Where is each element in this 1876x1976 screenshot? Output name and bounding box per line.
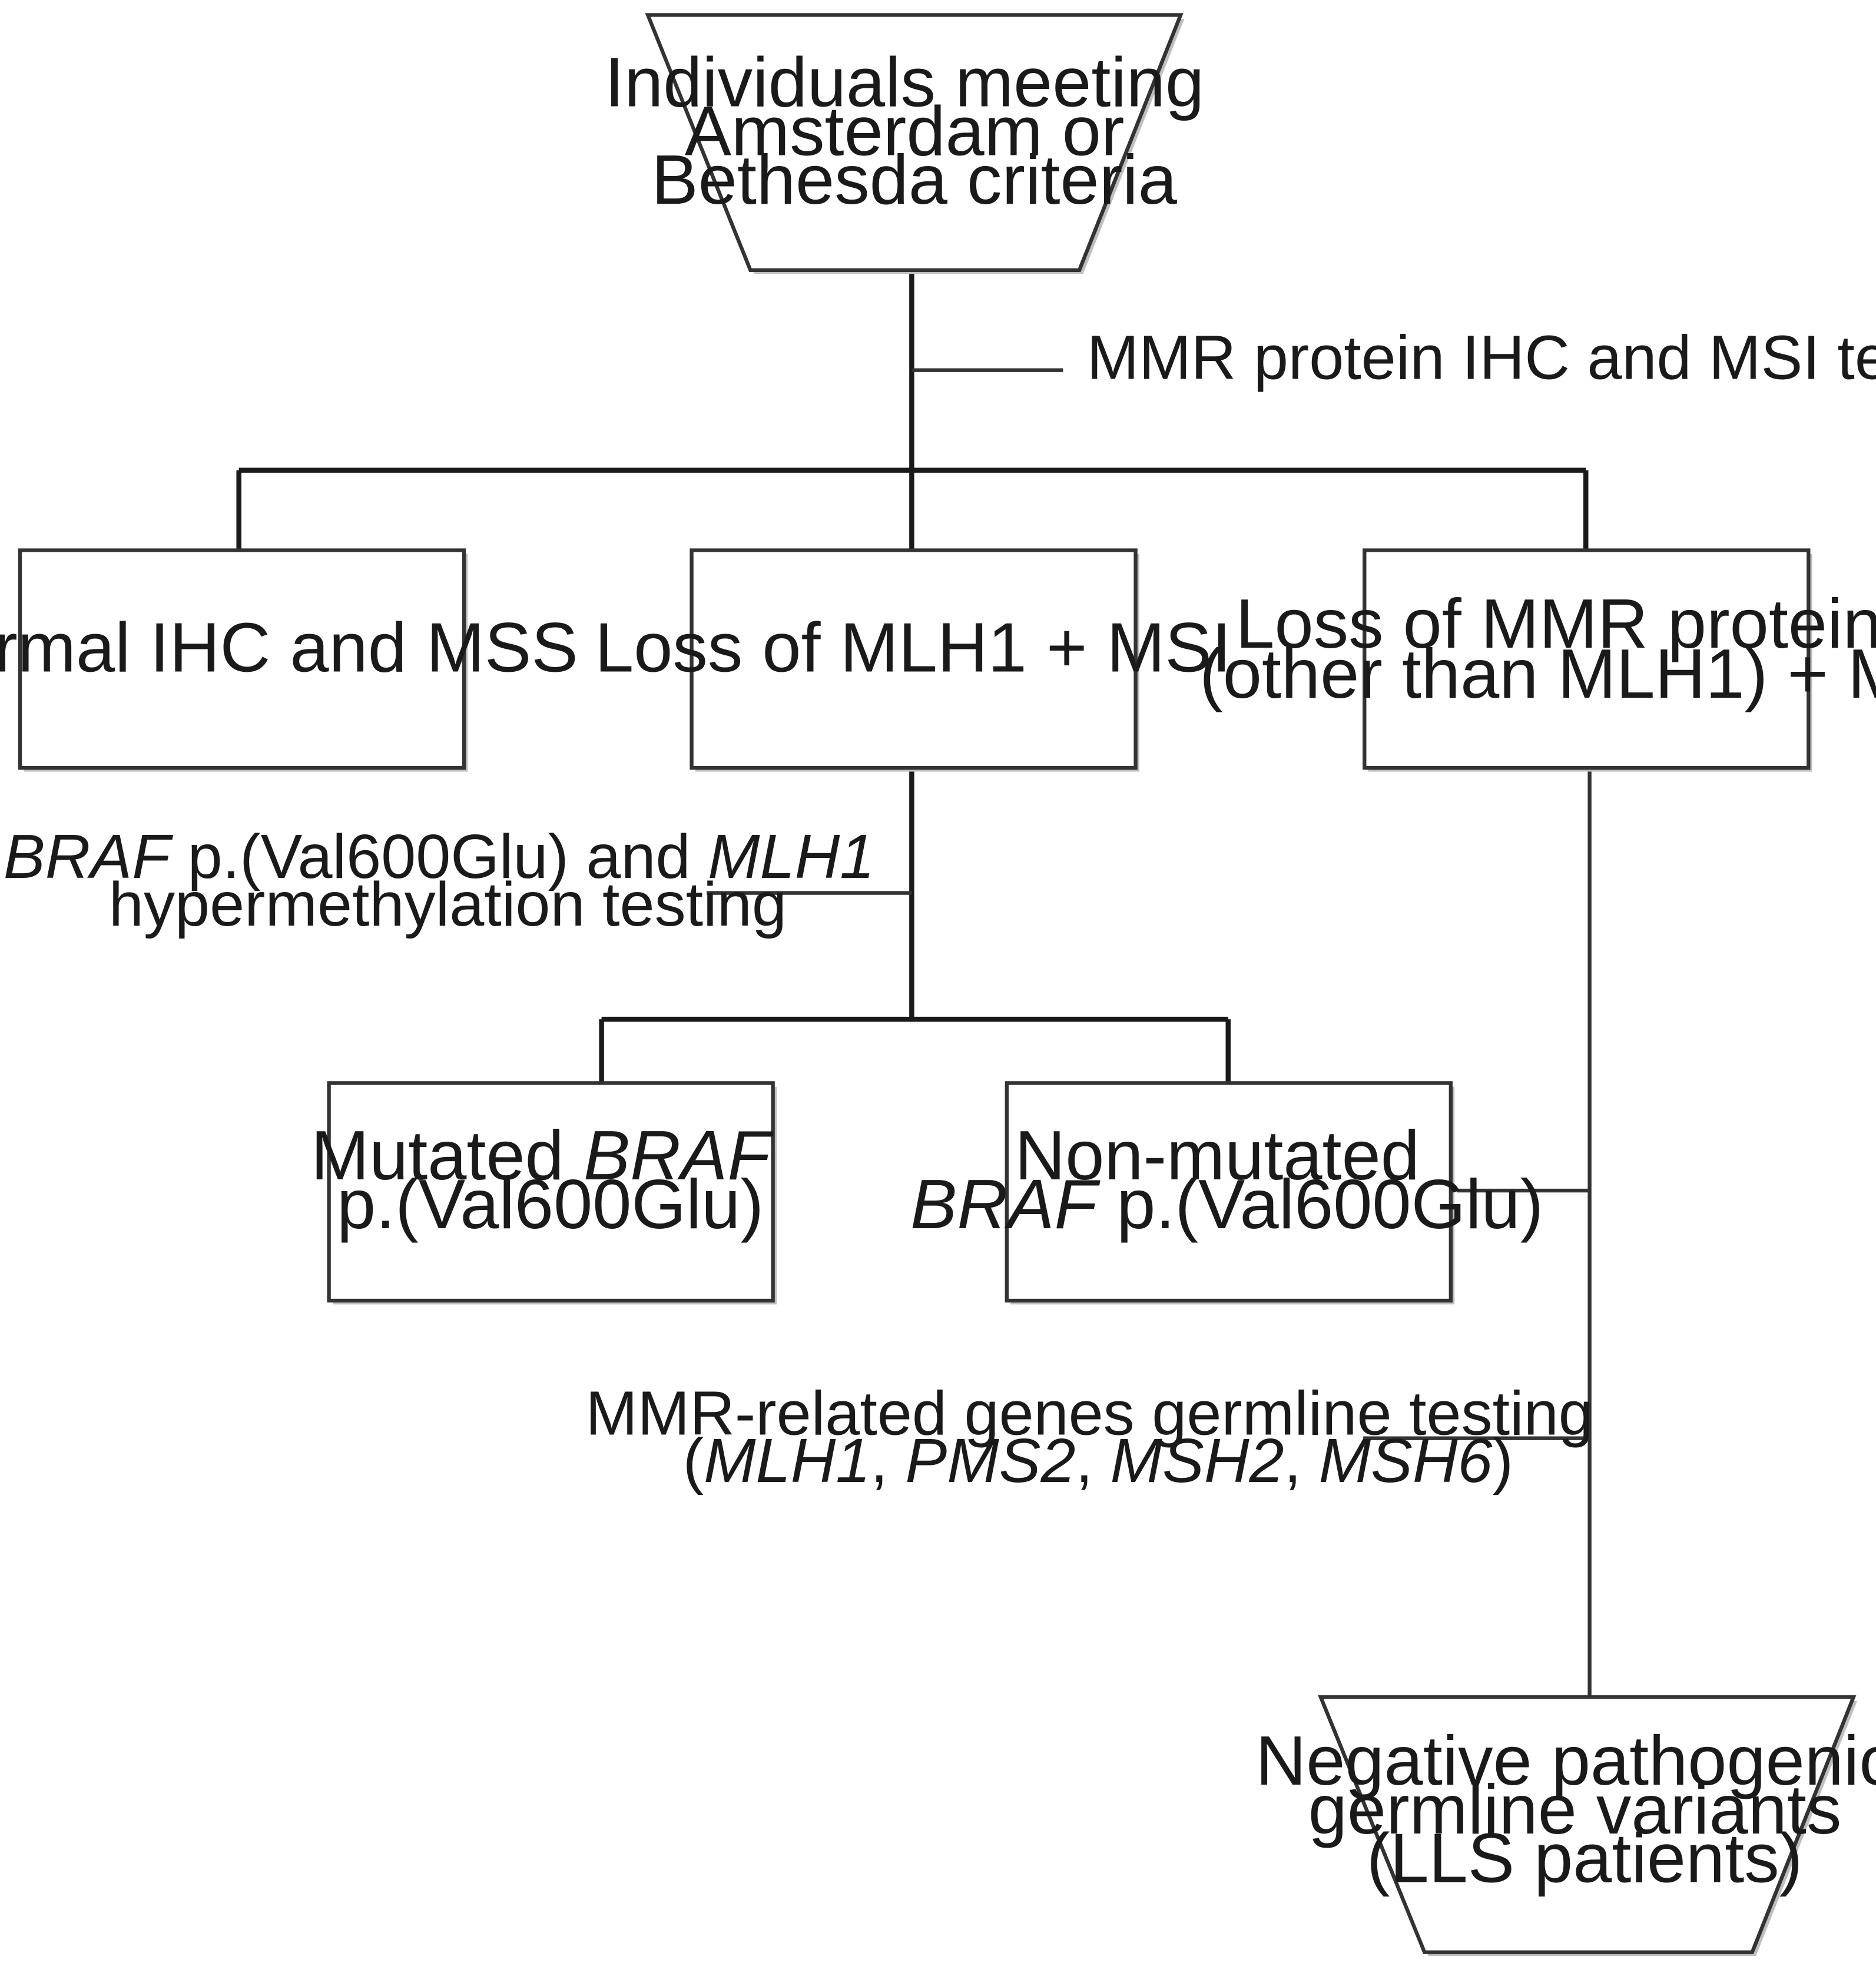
label-gene-msh6: MSH6 bbox=[1319, 1425, 1493, 1496]
start-node-line3: Bethesda criteria bbox=[651, 141, 1177, 219]
label-braf-testing: BRAF p.(Val600Glu) and MLH1 hypermethyla… bbox=[4, 821, 892, 939]
node-mutated-braf: BRAF bbox=[584, 1116, 774, 1195]
node-nonmutated-box bbox=[1005, 1081, 1453, 1303]
label-braf-gene: BRAF bbox=[4, 821, 173, 891]
end-node-line1: Negative pathogenic bbox=[1255, 1722, 1876, 1800]
node-nonmutated-text: Non-mutated BRAF p.(Val600Glu) bbox=[910, 1116, 1543, 1244]
label-gene-mlh1: MLH1 bbox=[704, 1425, 870, 1496]
start-node-shape bbox=[645, 13, 1184, 272]
node-mutated-prefix: Mutated bbox=[311, 1116, 584, 1195]
label-gene-pms2: PMS2 bbox=[905, 1425, 1075, 1496]
node-loss-mlh1-box bbox=[690, 548, 1138, 770]
node-normal-text: Normal IHC and MSS bbox=[0, 609, 578, 687]
start-node-line2: Amsterdam or bbox=[685, 92, 1125, 170]
node-loss-other-line2: (other than MLH1) + MSI bbox=[1199, 635, 1876, 713]
label-mlh1-gene: MLH1 bbox=[708, 821, 874, 891]
connectors bbox=[236, 270, 1592, 1697]
node-mutated-line2: p.(Val600Glu) bbox=[337, 1165, 764, 1244]
label-gene-msh2: MSH2 bbox=[1111, 1425, 1284, 1496]
end-node-line2: germline variants bbox=[1308, 1771, 1842, 1849]
label-germline-line1: MMR-related genes germline testing bbox=[585, 1378, 1593, 1448]
end-node-text: Negative pathogenic germline variants (L… bbox=[1255, 1722, 1876, 1898]
node-nonmutated-line1: Non-mutated bbox=[1015, 1116, 1420, 1195]
node-nonmutated-suffix: p.(Val600Glu) bbox=[1097, 1165, 1543, 1244]
start-node: Individuals meeting Amsterdam or Bethesd… bbox=[605, 13, 1224, 274]
node-loss-mlh1-text: Loss of MLH1 + MSI bbox=[595, 609, 1231, 687]
label-ihc-msi: MMR protein IHC and MSI testing bbox=[1087, 323, 1876, 393]
end-node: Negative pathogenic germline variants (L… bbox=[1255, 1695, 1876, 1957]
node-mutated: Mutated BRAF p.(Val600Glu) bbox=[311, 1081, 790, 1305]
node-normal: Normal IHC and MSS bbox=[0, 548, 578, 772]
node-mutated-box bbox=[327, 1081, 775, 1303]
node-mutated-text: Mutated BRAF p.(Val600Glu) bbox=[311, 1116, 790, 1244]
node-loss-other: Loss of MMR proteins (other than MLH1) +… bbox=[1199, 548, 1876, 772]
end-node-shape bbox=[1318, 1695, 1857, 1954]
node-loss-other-text: Loss of MMR proteins (other than MLH1) +… bbox=[1199, 585, 1876, 713]
node-nonmutated-braf: BRAF bbox=[910, 1165, 1101, 1244]
node-loss-mlh1: Loss of MLH1 + MSI bbox=[595, 548, 1231, 772]
end-node-line3: (LLS patients) bbox=[1367, 1819, 1802, 1898]
node-nonmutated: Non-mutated BRAF p.(Val600Glu) bbox=[910, 1081, 1543, 1305]
label-braf-line2: hypermethylation testing bbox=[109, 869, 787, 939]
node-normal-box bbox=[18, 548, 466, 770]
label-germline: MMR-related genes germline testing (MLH1… bbox=[585, 1378, 1610, 1496]
node-loss-other-box bbox=[1363, 548, 1811, 770]
node-loss-other-line1: Loss of MMR proteins bbox=[1235, 585, 1876, 663]
start-node-line1: Individuals meeting bbox=[605, 44, 1204, 122]
label-braf-mid: p.(Val600Glu) and bbox=[170, 821, 708, 891]
start-node-text: Individuals meeting Amsterdam or Bethesd… bbox=[605, 44, 1224, 220]
